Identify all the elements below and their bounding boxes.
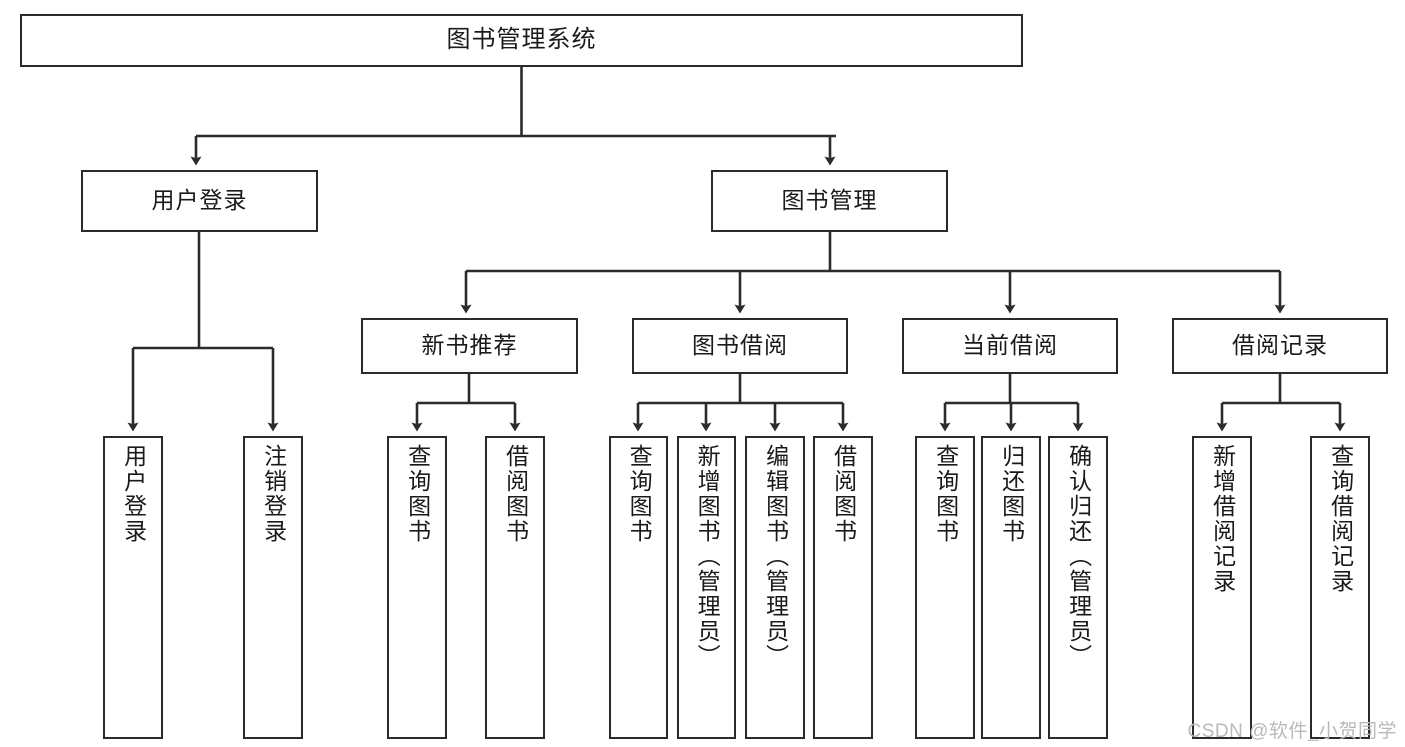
node-label: 当前借阅	[962, 332, 1058, 359]
node-label: 用户登录	[151, 187, 248, 214]
node-label: 图书借阅	[692, 332, 788, 359]
node-level2-1[interactable]: 图书管理	[711, 170, 948, 232]
node-leaf-5[interactable]: 新增图书（管理员）	[677, 436, 736, 739]
node-leaf-1[interactable]: 注销登录	[243, 436, 303, 739]
node-label: 查询图书	[626, 444, 653, 544]
node-label: 注销登录	[260, 444, 287, 544]
node-leaf-10[interactable]: 确认归还（管理员）	[1048, 436, 1108, 739]
node-label: 编辑图书（管理员）	[762, 444, 789, 669]
node-leaf-9[interactable]: 归还图书	[981, 436, 1041, 739]
node-label: 图书管理系统	[446, 26, 597, 54]
node-level3-3[interactable]: 借阅记录	[1172, 318, 1388, 374]
node-leaf-2[interactable]: 查询图书	[387, 436, 447, 739]
node-leaf-7[interactable]: 借阅图书	[813, 436, 873, 739]
node-label: 借阅图书	[502, 444, 529, 544]
node-label: 确认归还（管理员）	[1065, 444, 1092, 669]
node-leaf-4[interactable]: 查询图书	[609, 436, 668, 739]
node-label: 查询图书	[932, 444, 959, 544]
node-leaf-11[interactable]: 新增借阅记录	[1192, 436, 1252, 739]
node-leaf-3[interactable]: 借阅图书	[485, 436, 545, 739]
node-label: 借阅图书	[830, 444, 857, 544]
node-label: 查询图书	[404, 444, 431, 544]
node-leaf-12[interactable]: 查询借阅记录	[1310, 436, 1370, 739]
node-label: 新书推荐	[421, 332, 518, 359]
node-label: 归还图书	[998, 444, 1025, 544]
node-label: 新增图书（管理员）	[694, 444, 721, 669]
node-level3-0[interactable]: 新书推荐	[361, 318, 578, 374]
node-level3-1[interactable]: 图书借阅	[632, 318, 848, 374]
node-leaf-0[interactable]: 用户登录	[103, 436, 163, 739]
node-leaf-6[interactable]: 编辑图书（管理员）	[745, 436, 805, 739]
node-label: 借阅记录	[1232, 332, 1328, 359]
node-leaf-8[interactable]: 查询图书	[915, 436, 975, 739]
csdn-watermark: CSDN @软件_小贺同学	[1187, 721, 1397, 742]
node-label: 图书管理	[781, 187, 878, 214]
node-label: 新增借阅记录	[1209, 444, 1236, 594]
node-level2-0[interactable]: 用户登录	[81, 170, 318, 232]
node-label: 查询借阅记录	[1327, 444, 1354, 594]
node-root-图书管理系统[interactable]: 图书管理系统	[20, 14, 1023, 67]
node-label: 用户登录	[120, 444, 147, 544]
node-level3-2[interactable]: 当前借阅	[902, 318, 1118, 374]
